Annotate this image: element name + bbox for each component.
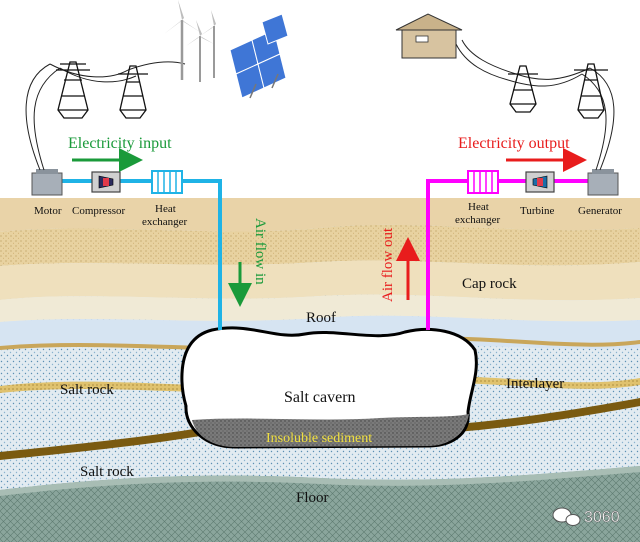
transition-layer: [0, 294, 640, 322]
heat-exchanger-out-icon: [467, 170, 499, 194]
floor-layer: [0, 466, 640, 542]
wind-turbine-icon: [164, 0, 216, 82]
motor-icon: [31, 169, 63, 196]
solar-panel-icon: [229, 13, 289, 99]
cap-rock-layer: [0, 224, 640, 266]
air-flow-in-label: Air flow in: [252, 218, 268, 285]
watermark-text: 3060: [584, 509, 620, 526]
generator-icon: [587, 169, 619, 196]
interlayer-label: Interlayer: [506, 376, 564, 392]
heat-exchanger-in-icon: [151, 170, 183, 194]
heat-exchanger-in-label: Heat: [155, 203, 176, 215]
roof-label: Roof: [306, 310, 336, 326]
salt-cavern-label: Salt cavern: [284, 389, 356, 406]
turbine-label: Turbine: [520, 205, 555, 217]
house-icon: [395, 13, 463, 59]
salt-rock-lower-label: Salt rock: [80, 464, 134, 480]
generator-label: Generator: [578, 205, 622, 217]
floor-top: [0, 466, 640, 496]
power-pylon-icon: [56, 61, 608, 119]
insoluble-sediment-label: Insoluble sediment: [266, 431, 372, 446]
compressor-icon: [91, 171, 121, 193]
topsoil-layer: [0, 198, 640, 232]
salt-rock-upper-label: Salt rock: [60, 382, 114, 398]
turbine-icon: [525, 171, 555, 193]
thin-band: [0, 336, 640, 351]
air-flow-out-label: Air flow out: [380, 227, 396, 302]
cap-rock-label: Cap rock: [462, 276, 517, 292]
wechat-icon: [552, 507, 581, 526]
floor-label: Floor: [296, 490, 329, 506]
power-lines-left: [25, 61, 186, 171]
compressor-label: Compressor: [72, 205, 126, 217]
motor-label: Motor: [34, 205, 62, 217]
heat-exchanger-out-label-2: exchanger: [455, 214, 501, 226]
heat-exchanger-out-label: Heat: [468, 201, 489, 213]
heat-exchanger-in-label-2: exchanger: [142, 216, 188, 228]
watermark: 3060: [552, 507, 620, 526]
electricity-input-label: Electricity input: [68, 135, 172, 152]
insoluble-sediment-area: [192, 414, 469, 447]
electricity-output-label: Electricity output: [458, 135, 570, 152]
cap-rock-layer-lower: [0, 260, 640, 301]
